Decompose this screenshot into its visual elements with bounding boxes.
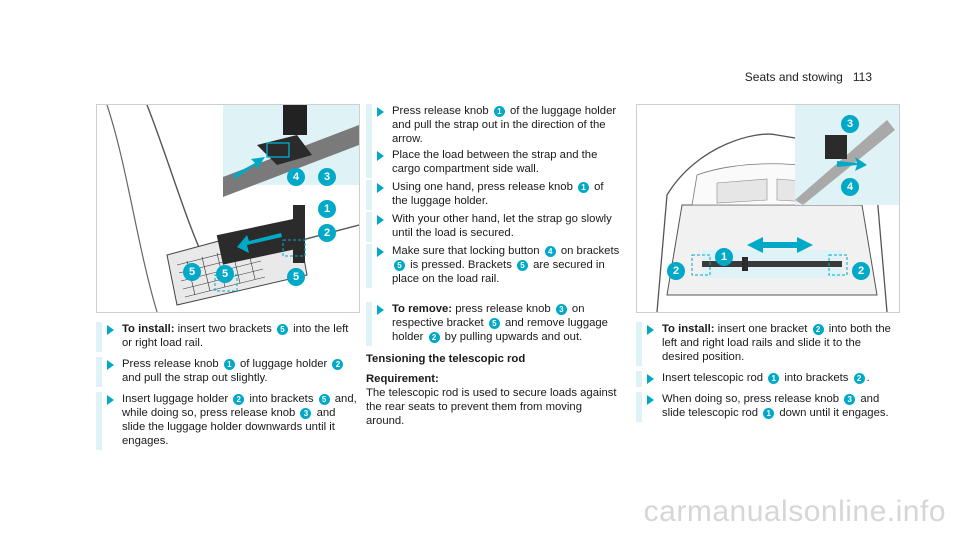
left-step-2: Press release knob 1 of luggage holder 2… [96,357,360,387]
left-step-1: To install: insert two brackets 5 into t… [96,322,360,352]
step-text: and pull the strap out slightly. [122,372,268,384]
step-text: are secured in place on the load rail. [392,259,605,285]
step-arrow-icon [647,395,654,405]
ref-number: 4 [544,246,556,257]
right-callout: 3 [841,115,859,133]
step-text: into the left or right load rail. [122,323,349,349]
left-step-3: Insert luggage holder 2 into brackets 5 … [96,392,360,450]
requirement-text: The telescopic rod is used to secure loa… [366,387,617,427]
step-text: into both the left and right load rails … [662,323,891,363]
step-text: and, while doing so, press release knob [122,393,357,419]
step-text: on respective bracket [392,303,585,329]
step-text: of the luggage holder and pull the strap… [392,105,617,145]
step-arrow-icon [377,107,384,117]
step-text: by pulling upwards and out. [441,331,583,343]
ref-number: 2 [853,373,865,384]
step-arrow-icon [377,151,384,161]
step-text: and remove luggage holder [392,317,608,343]
step-arrow-icon [377,183,384,193]
telescopic-rod-figure [636,104,900,313]
ref-number: 5 [318,394,330,405]
step-lead: To install: [122,323,175,335]
step-arrow-icon [107,360,114,370]
step-text: of luggage holder [236,358,331,370]
middle-step-4: With your other hand, let the strap go s… [366,212,622,242]
section-heading: Tensioning the telescopic rod [366,353,526,365]
middle-step-5: Make sure that locking button 4 on brack… [366,244,622,288]
step-text: of the luggage holder. [392,181,604,207]
page-header: Seats and stowing 113 [745,70,872,84]
step-text: insert two brackets [174,323,275,335]
middle-step-3: Using one hand, press release knob 1 of … [366,180,622,210]
right-callout: 1 [715,248,733,266]
ref-number: 2 [812,324,824,335]
page-number: 113 [852,70,872,84]
right-callout: 2 [852,262,870,280]
ref-number: 3 [844,394,856,405]
step-text: Using one hand, press release knob [392,181,577,193]
step-text: Press release knob [122,358,222,370]
right-callout: 2 [667,262,685,280]
left-callout: 4 [287,168,305,186]
ref-number: 1 [768,373,780,384]
ref-number: 3 [555,304,567,315]
step-text: When doing so, press release knob [662,393,843,405]
ref-number: 3 [300,408,312,419]
step-text: With your other hand, let the strap go s… [392,213,612,239]
step-text: down until it engages. [776,407,889,419]
left-callout: 5 [287,268,305,286]
middle-step-6: To remove: press release knob 3 on respe… [366,302,622,346]
step-text: on brackets [557,245,620,257]
ref-number: 2 [428,332,440,343]
watermark: carmanualsonline.info [643,495,946,528]
right-step-3: When doing so, press release knob 3 and … [636,392,900,422]
step-lead: To install: [662,323,715,335]
ref-number: 1 [493,106,505,117]
left-callout: 1 [318,200,336,218]
step-text: into brackets [246,393,317,405]
requirement-label: Requirement: [366,373,439,385]
step-arrow-icon [647,374,654,384]
step-text: Insert luggage holder [122,393,232,405]
step-text: Insert telescopic rod [662,372,767,384]
step-lead: To remove: [392,303,453,315]
step-arrow-icon [377,247,384,257]
ref-number: 1 [578,182,590,193]
step-text: Press release knob [392,105,492,117]
middle-step-2: Place the load between the strap and the… [366,148,622,178]
step-text: insert one bracket [714,323,811,335]
right-step-1: To install: insert one bracket 2 into bo… [636,322,900,366]
step-text: into brackets [781,372,852,384]
step-text: press release knob [452,303,554,315]
left-callout: 3 [318,168,336,186]
section-title: Seats and stowing [744,70,843,84]
ref-number: 1 [223,359,235,370]
step-text: and slide telescopic rod [662,393,880,419]
step-text: . [866,372,870,384]
left-callout: 5 [216,265,234,283]
step-text: is pressed. Brackets [407,259,515,271]
step-arrow-icon [107,325,114,335]
ref-number: 5 [517,260,528,271]
ref-number: 5 [276,324,288,335]
step-arrow-icon [377,215,384,225]
ref-number: 5 [488,318,500,329]
left-callout: 5 [183,263,201,281]
step-text: Make sure that locking button [392,245,543,257]
step-arrow-icon [377,305,384,315]
right-step-2: Insert telescopic rod 1 into brackets 2. [636,371,900,387]
step-arrow-icon [647,325,654,335]
step-text: and slide the luggage holder downwards u… [122,407,336,447]
right-callout: 4 [841,178,859,196]
step-text: Place the load between the strap and the… [392,149,598,175]
left-callout: 2 [318,224,336,242]
step-arrow-icon [107,395,114,405]
ref-number: 2 [233,394,245,405]
ref-number: 1 [763,408,775,419]
middle-step-1: Press release knob 1 of the luggage hold… [366,104,622,148]
ref-number: 2 [332,359,344,370]
ref-number: 5 [394,260,405,271]
